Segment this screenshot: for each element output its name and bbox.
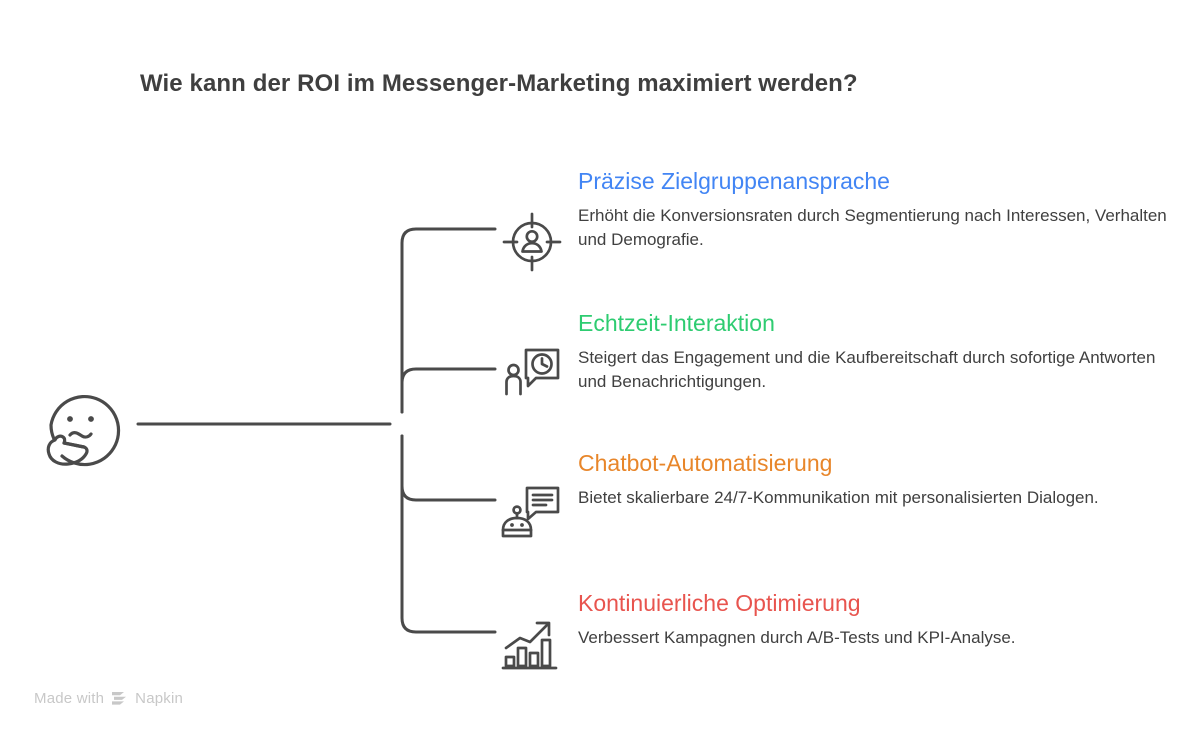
branch-description: Steigert das Engagement und die Kaufbere… (578, 348, 1156, 392)
branch-description: Erhöht die Konversionsraten durch Segmen… (578, 206, 1167, 250)
page-title: Wie kann der ROI im Messenger-Marketing … (140, 70, 858, 97)
napkin-logo-icon (111, 691, 128, 706)
branch-heading: Präzise Zielgruppenansprache (578, 168, 890, 194)
chatbot-robot-icon (500, 480, 564, 544)
branch-text: Kontinuierliche Optimierung Verbessert K… (578, 590, 1178, 650)
watermark: Made with Napkin (34, 690, 183, 707)
branch-description: Verbessert Kampagnen durch A/B-Tests und… (578, 628, 1016, 648)
branch-heading: Echtzeit-Interaktion (578, 310, 775, 336)
watermark-brand: Napkin (135, 690, 184, 707)
branch-description: Bietet skalierbare 24/7-Kommunikation mi… (578, 488, 1099, 508)
branch-heading: Chatbot-Automatisierung (578, 450, 833, 476)
branch-heading: Kontinuierliche Optimierung (578, 590, 861, 616)
growth-chart-icon (500, 610, 564, 674)
watermark-prefix: Made with (34, 690, 105, 707)
branch-text: Chatbot-Automatisierung Bietet skalierba… (578, 450, 1178, 510)
realtime-chat-clock-icon (500, 340, 564, 404)
branch-text: Präzise Zielgruppenansprache Erhöht die … (578, 168, 1178, 252)
target-audience-icon (500, 210, 564, 274)
branch-text: Echtzeit-Interaktion Steigert das Engage… (578, 310, 1178, 394)
thinking-face-icon (34, 378, 126, 470)
